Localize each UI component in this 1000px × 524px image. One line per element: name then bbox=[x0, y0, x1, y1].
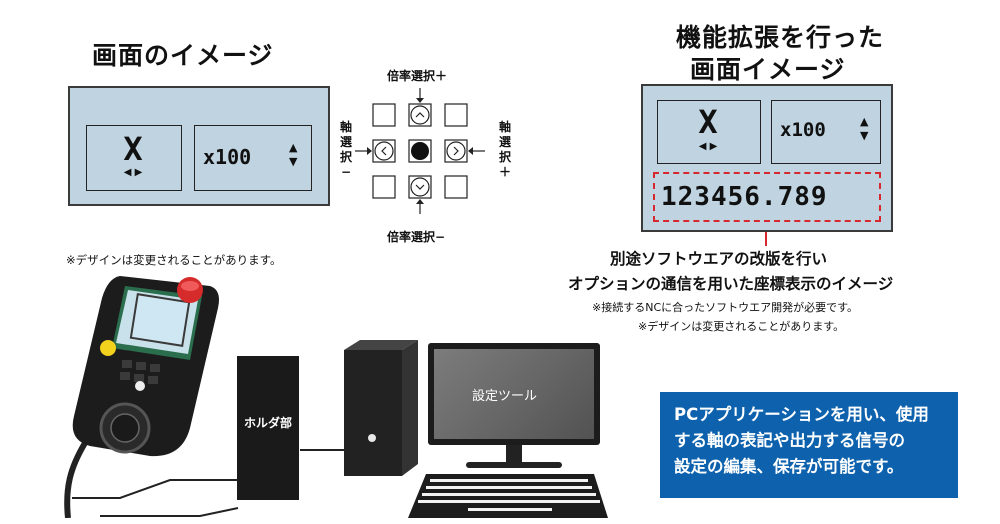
info-line-1: PCアプリケーションを用い、使用 bbox=[674, 405, 929, 424]
corner-button-tr bbox=[444, 103, 468, 127]
pendant-cable bbox=[64, 441, 88, 518]
coordinate-highlight-frame: 123456.789 bbox=[653, 172, 881, 222]
extension-caption-line1: 別途ソフトウエアの改版を行い bbox=[610, 250, 828, 268]
monitor-frame: 設定ツール bbox=[428, 343, 600, 445]
corner-button-br bbox=[444, 175, 468, 199]
yellow-button-icon bbox=[100, 340, 116, 356]
ext-multiplier-display-box: x100 ▲▼ bbox=[771, 100, 881, 164]
magnification-minus-label: 倍率選択− bbox=[387, 230, 446, 244]
design-change-note-left: ※デザインは変更されることがあります。 bbox=[66, 253, 282, 267]
extended-lcd-screen: X ◀ ▶ x100 ▲▼ 123456.789 bbox=[641, 84, 893, 232]
highlight-connector-line bbox=[765, 232, 767, 246]
nc-software-note: ※接続するNCに合ったソフトウエア開発が必要です。 bbox=[592, 301, 859, 314]
magnification-plus-label: 倍率選択＋ bbox=[387, 69, 448, 83]
corner-button-tl bbox=[372, 103, 396, 127]
center-button-icon bbox=[411, 142, 429, 160]
up-down-arrows-icon: ▲▼ bbox=[289, 141, 298, 168]
holder-block: ホルダ部 bbox=[237, 356, 299, 500]
down-button-icon bbox=[410, 177, 430, 197]
multiplier-value: x100 bbox=[203, 145, 252, 169]
multiplier-display-box: x100 ▲▼ bbox=[194, 125, 312, 191]
axis-display-box: X ◀ ▶ bbox=[86, 125, 182, 191]
ext-axis-arrows-icon: ◀ ▶ bbox=[698, 141, 718, 152]
info-line-3: 設定の編集、保存が可能です。 bbox=[674, 457, 904, 476]
monitor-base bbox=[466, 462, 562, 468]
monitor-stand bbox=[506, 445, 522, 463]
axis-arrows-icon: ◀ ▶ bbox=[123, 167, 143, 178]
design-change-note-right: ※デザインは変更されることがあります。 bbox=[638, 320, 845, 333]
lcd-screen-preview: X ◀ ▶ x100 ▲▼ bbox=[68, 86, 330, 206]
extended-screen-title-line2: 画面イメージ bbox=[690, 55, 846, 84]
setting-tool-label: 設定ツール bbox=[472, 389, 538, 404]
keyboard-icon bbox=[408, 474, 608, 518]
axis-minus-label: 軸選択− bbox=[339, 120, 352, 179]
coordinate-value: 123456.789 bbox=[661, 182, 828, 212]
ext-multiplier-value: x100 bbox=[780, 119, 826, 141]
axis-glyph: X bbox=[123, 130, 143, 168]
holder-label: ホルダ部 bbox=[243, 416, 292, 430]
connection-cables bbox=[72, 449, 350, 517]
pc-tower-icon bbox=[344, 340, 418, 476]
axis-plus-label: 軸選択＋ bbox=[498, 120, 511, 179]
right-button-icon bbox=[446, 141, 466, 161]
screen-image-title: 画面のイメージ bbox=[92, 41, 274, 70]
pc-application-info-box: PCアプリケーションを用い、使用 する軸の表記や出力する信号の 設定の編集、保存… bbox=[660, 392, 958, 498]
left-button-icon bbox=[374, 141, 394, 161]
dpad-diagram bbox=[355, 88, 485, 214]
handheld-pendant-illustration bbox=[64, 276, 219, 518]
extended-screen-title-line1: 機能拡張を行った bbox=[676, 23, 885, 52]
up-button-icon bbox=[410, 105, 430, 125]
info-line-2: する軸の表記や出力する信号の bbox=[674, 431, 905, 450]
corner-button-bl bbox=[372, 175, 396, 199]
ext-axis-glyph: X bbox=[698, 103, 718, 141]
monitor-screen: 設定ツール bbox=[434, 349, 594, 439]
pendant-screen bbox=[129, 293, 191, 347]
ext-up-down-arrows-icon: ▲▼ bbox=[860, 115, 869, 142]
ext-axis-display-box: X ◀ ▶ bbox=[657, 100, 761, 164]
extension-caption-line2: オプションの通信を用いた座標表示のイメージ bbox=[568, 275, 894, 293]
